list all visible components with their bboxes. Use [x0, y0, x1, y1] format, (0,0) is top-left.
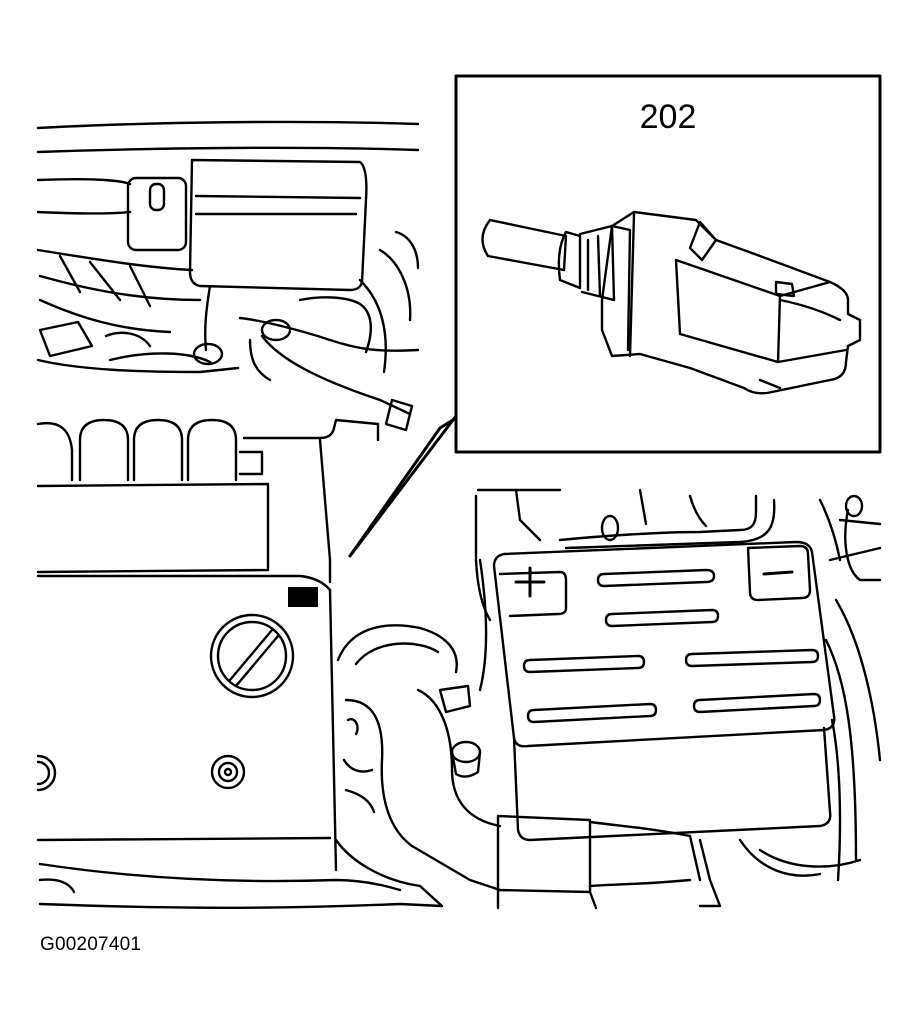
- callout-number: 202: [640, 98, 697, 136]
- figure-code: G00207401: [40, 934, 142, 955]
- battery: [492, 540, 836, 842]
- hose-fittings: [342, 684, 482, 814]
- oil-filler-cap: [209, 613, 295, 699]
- callout-box: [348, 74, 882, 558]
- temperature-sensor: [481, 210, 862, 395]
- battery-surroundings: [474, 488, 882, 910]
- cover-bolts: [36, 754, 246, 792]
- location-marker: [288, 587, 318, 607]
- relay-box-area: [36, 120, 420, 432]
- intake-cover: [36, 418, 380, 872]
- coolant-hose: [38, 624, 702, 909]
